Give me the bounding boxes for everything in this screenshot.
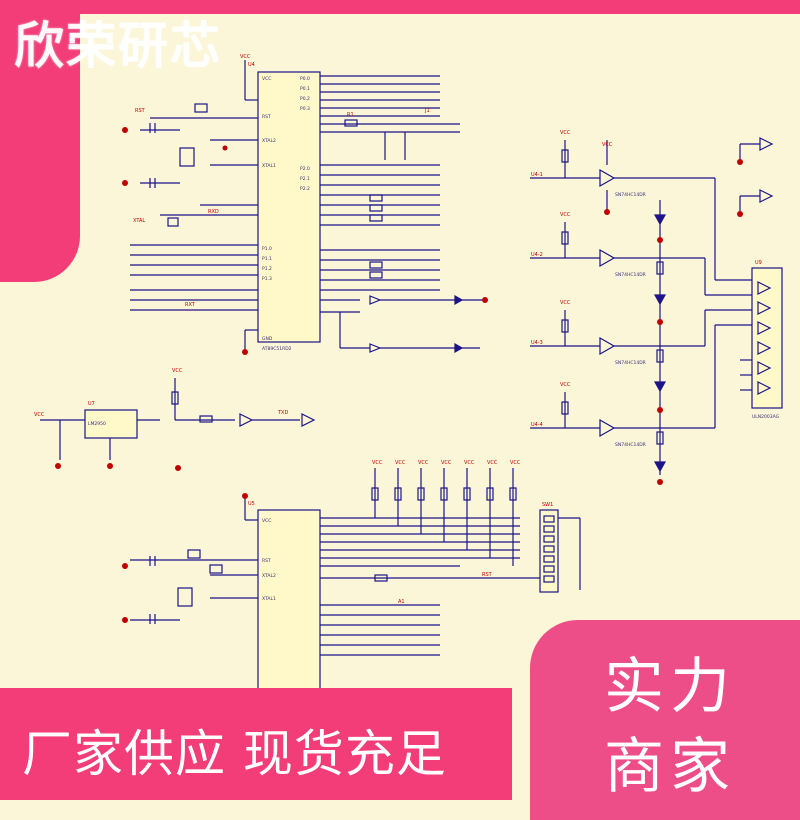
svg-text:P0.2: P0.2 [300,96,310,102]
svg-text:VCC: VCC [560,212,571,218]
svg-text:P0.1: P0.1 [300,86,310,92]
svg-text:ULN2003AG: ULN2003AG [752,414,780,420]
left-frame-band [0,0,80,282]
svg-text:XTAL2: XTAL2 [262,138,276,144]
svg-text:LM2950: LM2950 [88,421,106,427]
svg-text:GND: GND [262,336,273,342]
svg-text:P1.0: P1.0 [262,246,272,252]
svg-text:SN74HC14DR: SN74HC14DR [615,272,646,278]
badge-line-2: 商家 [604,732,736,802]
svg-text:RST: RST [135,108,146,114]
svg-text:P0.0: P0.0 [300,76,310,82]
svg-text:RXT: RXT [185,302,196,308]
svg-text:VCC: VCC [418,460,429,466]
svg-text:U4-1: U4-1 [531,172,543,178]
strength-badge: 实力 商家 [530,620,800,820]
svg-text:XTAL1: XTAL1 [262,163,276,169]
svg-text:A1: A1 [398,599,405,605]
promo-slogan: 厂家供应 现货充足 [22,725,447,783]
svg-text:SN74HC14DR: SN74HC14DR [615,442,646,448]
svg-text:RXD: RXD [208,209,219,215]
brand-watermark: 欣荣研芯 [14,17,222,75]
svg-text:P2.1: P2.1 [300,176,310,182]
svg-text:VCC: VCC [464,460,475,466]
svg-text:VCC: VCC [34,412,45,418]
svg-text:P0.3: P0.3 [300,106,310,112]
svg-text:SW1: SW1 [542,502,553,508]
svg-text:U7: U7 [88,401,95,407]
svg-text:XTAL2: XTAL2 [262,573,276,579]
svg-text:U9: U9 [755,260,762,266]
svg-text:P2.2: P2.2 [300,186,310,192]
svg-text:U4-4: U4-4 [531,422,543,428]
svg-text:RST: RST [482,572,493,578]
svg-text:VCC: VCC [262,76,271,82]
svg-text:VCC: VCC [395,460,406,466]
svg-text:U4-2: U4-2 [531,252,543,258]
svg-text:RST: RST [262,558,271,564]
svg-text:XTAL: XTAL [133,218,145,224]
svg-text:VCC: VCC [172,368,183,374]
svg-text:VCC: VCC [560,382,571,388]
svg-text:U4-3: U4-3 [531,340,543,346]
svg-text:VCC: VCC [602,142,613,148]
top-frame-band [0,0,800,14]
svg-text:P1.1: P1.1 [262,256,272,262]
svg-text:VCC: VCC [510,460,521,466]
badge-line-1: 实力 [604,652,736,722]
svg-text:VCC: VCC [240,54,251,60]
svg-text:VCC: VCC [560,130,571,136]
svg-text:TXD: TXD [277,410,288,416]
circuit-schematic: U4 VCC VCC VCC U7 VCC VCC VCC VCC VCC VC… [34,54,783,691]
svg-text:RST: RST [262,114,271,120]
svg-text:VCC: VCC [487,460,498,466]
svg-text:VCC: VCC [262,518,271,524]
svg-text:VCC: VCC [372,460,383,466]
svg-text:U4: U4 [248,62,255,68]
svg-text:P1.2: P1.2 [262,266,272,272]
svg-text:SN74HC14DR: SN74HC14DR [615,192,646,198]
svg-text:XTAL1: XTAL1 [262,596,276,602]
svg-text:VCC: VCC [560,300,571,306]
svg-text:AT89C51RD2: AT89C51RD2 [262,346,292,352]
svg-text:U5: U5 [248,501,255,507]
svg-text:SN74HC14DR: SN74HC14DR [615,360,646,366]
svg-text:R1: R1 [347,112,354,118]
svg-text:VCC: VCC [441,460,452,466]
svg-text:P1.3: P1.3 [262,276,272,282]
svg-text:P2.0: P2.0 [300,166,310,172]
svg-text:J1: J1 [424,108,430,114]
